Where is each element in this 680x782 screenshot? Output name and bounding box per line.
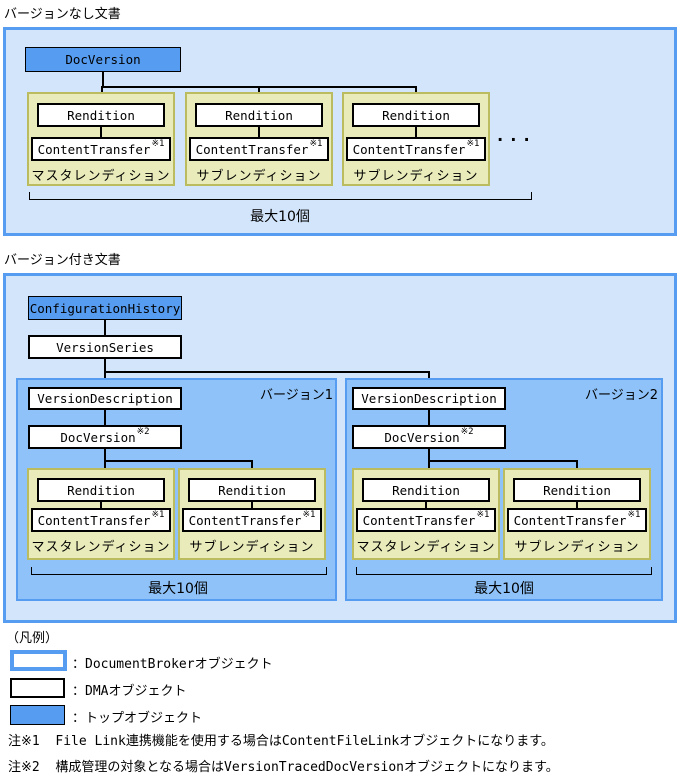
note-ref: ※1	[151, 510, 165, 520]
rendition-box: Rendition	[37, 478, 165, 502]
note-ref: ※1	[466, 139, 480, 149]
contenttransfer-box: ContentTransfer※1	[356, 508, 496, 532]
rendition-box: Rendition	[37, 103, 165, 127]
footnote-1: 注※1 File Link連携機能を使用する場合はContentFileLink…	[8, 730, 554, 749]
legend-title: （凡例）	[6, 631, 59, 646]
bracket-tick	[531, 192, 532, 200]
connector	[576, 502, 578, 508]
docversion-box: DocVersion※2	[352, 425, 506, 449]
bracket-tick	[326, 567, 327, 575]
note-ref: ※1	[151, 139, 165, 149]
connector	[100, 127, 102, 137]
legend-swatch-documentbroker	[10, 650, 67, 671]
connector	[251, 502, 253, 508]
versionseries-box: VersionSeries	[28, 335, 182, 359]
rendition-box: Rendition	[188, 478, 316, 502]
contenttransfer-box: ContentTransfer※1	[31, 508, 171, 532]
connector	[100, 502, 102, 508]
rendition-group-label: サブレンディション	[189, 540, 315, 555]
connector	[428, 410, 430, 425]
ellipsis: ...	[495, 126, 535, 146]
contenttransfer-box: ContentTransfer※1	[507, 508, 647, 532]
rendition-group-label: マスタレンディション	[356, 540, 496, 555]
connector	[104, 320, 106, 335]
note-ref: ※1	[309, 139, 323, 149]
rendition-group-label: マスタレンディション	[31, 169, 171, 184]
contenttransfer-box: ContentTransfer※1	[182, 508, 322, 532]
connector	[425, 502, 427, 508]
footnote-text: File Link連携機能を使用する場合はContentFileLinkオブジェ…	[55, 734, 554, 749]
bracket	[29, 199, 532, 200]
version-label: バージョン1	[259, 388, 333, 403]
max-count-label: 最大10個	[250, 209, 310, 225]
docversion-box: DocVersion	[25, 47, 181, 72]
legend-swatch-dma	[10, 678, 65, 698]
bracket-tick	[356, 567, 357, 575]
contenttransfer-box: ContentTransfer※1	[31, 137, 171, 161]
connector	[104, 359, 106, 371]
max-count-label: 最大10個	[148, 581, 208, 597]
note-ref: ※2	[136, 427, 150, 437]
connector	[428, 449, 430, 479]
contenttransfer-box: ContentTransfer※1	[346, 137, 486, 161]
section-title-versioned: バージョン付き文書	[4, 253, 121, 268]
rendition-group-label: マスタレンディション	[31, 540, 171, 555]
bracket-tick	[31, 567, 32, 575]
connector	[101, 86, 417, 88]
legend-item-label: ：DocumentBrokerオブジェクト	[72, 657, 273, 672]
footnote-ref: 注※2	[8, 760, 40, 775]
note-ref: ※2	[460, 427, 474, 437]
connector	[104, 410, 106, 425]
rendition-box: Rendition	[362, 478, 490, 502]
legend-swatch-top-object	[10, 705, 65, 725]
max-count-label: 最大10個	[474, 581, 534, 597]
connector	[102, 72, 104, 88]
rendition-group-label: サブレンディション	[514, 540, 640, 555]
rendition-box: Rendition	[352, 103, 480, 127]
legend-item-label: ：トップオブジェクト	[72, 711, 203, 726]
rendition-box: Rendition	[513, 478, 641, 502]
versiondescription-box: VersionDescription	[28, 387, 182, 410]
footnote-ref: 注※1	[8, 734, 40, 749]
legend-item-label: ：DMAオブジェクト	[72, 684, 187, 699]
rendition-box: Rendition	[195, 103, 323, 127]
connector	[415, 127, 417, 137]
versiondescription-box: VersionDescription	[352, 387, 506, 410]
bracket-tick	[29, 192, 30, 200]
configurationhistory-box: ConfigurationHistory	[28, 296, 182, 320]
connector	[104, 449, 106, 479]
footnote-2: 注※2 構成管理の対象となる場合はVersionTracedDocVersion…	[8, 756, 559, 775]
contenttransfer-box: ContentTransfer※1	[189, 137, 329, 161]
docversion-box: DocVersion※2	[28, 425, 182, 449]
connector	[104, 460, 253, 462]
rendition-group-label: サブレンディション	[196, 169, 322, 184]
connector	[258, 127, 260, 137]
section-title-versionless: バージョンなし文書	[4, 7, 121, 22]
bracket	[31, 574, 327, 575]
note-ref: ※1	[302, 510, 316, 520]
bracket-tick	[651, 567, 652, 575]
note-ref: ※1	[476, 510, 490, 520]
version-label: バージョン2	[584, 388, 658, 403]
footnote-text: 構成管理の対象となる場合はVersionTracedDocVersionオブジェ…	[55, 760, 559, 775]
bracket	[356, 574, 652, 575]
rendition-group-label: サブレンディション	[353, 169, 479, 184]
note-ref: ※1	[627, 510, 641, 520]
connector	[104, 371, 430, 373]
connector	[428, 460, 578, 462]
